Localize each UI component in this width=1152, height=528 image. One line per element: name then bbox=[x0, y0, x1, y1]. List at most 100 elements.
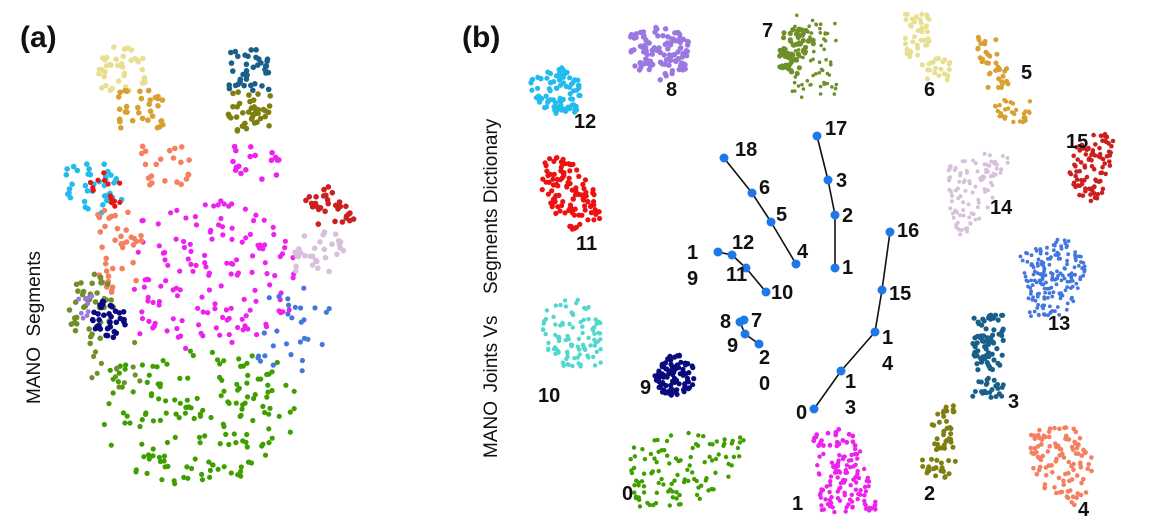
point bbox=[566, 337, 571, 342]
point bbox=[235, 53, 241, 60]
point bbox=[1022, 271, 1027, 275]
point bbox=[292, 304, 298, 310]
point bbox=[972, 335, 978, 341]
point bbox=[915, 52, 921, 58]
point bbox=[245, 109, 252, 115]
point bbox=[1031, 295, 1035, 300]
point bbox=[1079, 177, 1084, 183]
point bbox=[953, 208, 958, 213]
point bbox=[686, 430, 691, 436]
point bbox=[583, 189, 589, 195]
point bbox=[217, 332, 223, 338]
point bbox=[295, 253, 302, 260]
point bbox=[987, 153, 992, 158]
point bbox=[202, 260, 208, 266]
point bbox=[838, 480, 844, 486]
point bbox=[588, 203, 594, 209]
point bbox=[633, 31, 639, 37]
point bbox=[257, 115, 264, 122]
point bbox=[196, 434, 203, 440]
point bbox=[947, 178, 952, 183]
point bbox=[778, 52, 784, 58]
point bbox=[105, 181, 111, 187]
point bbox=[290, 275, 296, 281]
point bbox=[1076, 442, 1081, 447]
joint-label-20-bot: 0 bbox=[759, 373, 770, 395]
point bbox=[1030, 283, 1035, 287]
hand-palm-green bbox=[101, 348, 297, 487]
point bbox=[684, 375, 691, 381]
point bbox=[591, 199, 597, 205]
point bbox=[117, 180, 123, 186]
point bbox=[94, 290, 100, 296]
point bbox=[186, 157, 192, 163]
point bbox=[145, 294, 151, 300]
point bbox=[286, 302, 292, 308]
point bbox=[1043, 472, 1049, 478]
segment-label-1: 1 bbox=[792, 493, 803, 515]
point bbox=[243, 439, 249, 445]
point bbox=[267, 405, 273, 411]
point bbox=[546, 340, 551, 346]
point bbox=[570, 161, 576, 167]
point bbox=[559, 73, 565, 79]
point bbox=[250, 253, 256, 259]
joints-vs-text: Joints Vs bbox=[481, 315, 502, 392]
joint-label-2: 2 bbox=[842, 205, 853, 227]
point bbox=[1042, 303, 1047, 308]
hand-thumb-red bbox=[87, 170, 123, 209]
point bbox=[974, 361, 980, 367]
point bbox=[904, 50, 910, 55]
point bbox=[199, 294, 205, 300]
segment-8-cloud bbox=[627, 24, 691, 83]
point bbox=[567, 321, 572, 327]
point bbox=[190, 352, 196, 359]
point bbox=[577, 352, 582, 357]
joint-label-20-top: 2 bbox=[759, 347, 770, 369]
point bbox=[655, 33, 661, 39]
point bbox=[325, 184, 332, 190]
point bbox=[80, 315, 86, 321]
point bbox=[565, 179, 571, 186]
point bbox=[1094, 195, 1100, 201]
point bbox=[181, 238, 187, 245]
point bbox=[983, 326, 989, 332]
hand-point-cloud bbox=[63, 44, 357, 487]
point bbox=[735, 445, 741, 451]
point bbox=[1086, 462, 1091, 467]
point bbox=[140, 55, 146, 62]
point bbox=[591, 354, 596, 360]
point bbox=[229, 236, 235, 242]
point bbox=[157, 417, 163, 423]
point bbox=[846, 458, 852, 463]
point bbox=[582, 207, 588, 213]
hand-pinky-lilac bbox=[292, 229, 347, 275]
segment-6-bot bbox=[919, 56, 953, 83]
point bbox=[98, 360, 104, 366]
point bbox=[1054, 282, 1059, 287]
point bbox=[586, 305, 591, 310]
point bbox=[807, 24, 811, 29]
point bbox=[1050, 294, 1055, 299]
point bbox=[1032, 278, 1037, 283]
point bbox=[133, 277, 139, 284]
point bbox=[731, 454, 737, 460]
point bbox=[233, 114, 240, 120]
point bbox=[299, 357, 305, 364]
point bbox=[1091, 167, 1097, 172]
point bbox=[205, 310, 211, 316]
point bbox=[115, 94, 122, 100]
point bbox=[1075, 286, 1080, 290]
point bbox=[150, 446, 156, 452]
point bbox=[823, 39, 828, 43]
point bbox=[1074, 495, 1079, 501]
point bbox=[326, 268, 332, 275]
point bbox=[960, 159, 965, 164]
point bbox=[974, 353, 980, 359]
point bbox=[572, 206, 578, 212]
point bbox=[1070, 447, 1076, 453]
point bbox=[146, 372, 152, 378]
point bbox=[157, 156, 164, 162]
joint-5 bbox=[766, 217, 776, 227]
point bbox=[1061, 478, 1066, 484]
